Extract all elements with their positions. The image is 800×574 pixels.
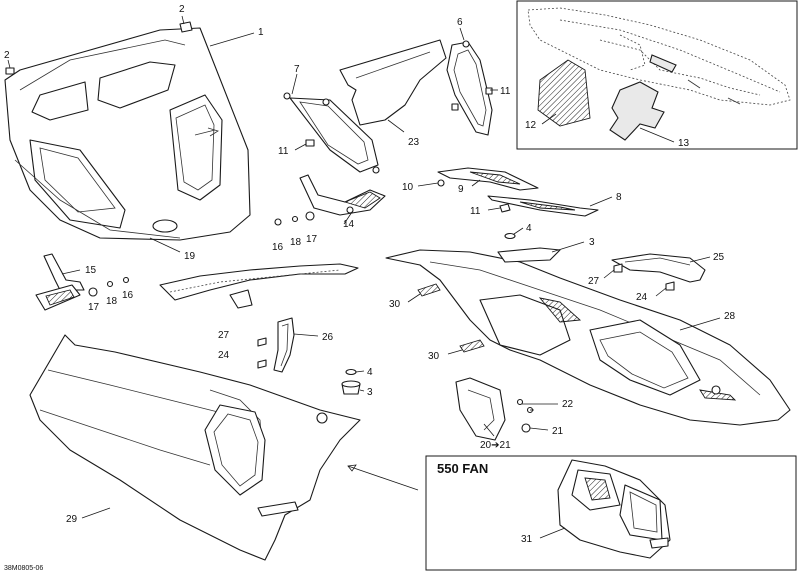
callout-28: 28 xyxy=(724,311,736,322)
part-11-clip-mid xyxy=(499,203,511,213)
fan-550-box: 550 FAN xyxy=(425,455,797,571)
part-10-clip xyxy=(437,179,445,187)
leader-lines xyxy=(7,15,721,539)
callout-26: 26 xyxy=(322,332,334,343)
callout-31: 31 xyxy=(521,534,533,545)
callout-4-center: 4 xyxy=(367,367,373,378)
part-4-washer-center xyxy=(345,368,357,376)
part-31-fan-panel xyxy=(557,459,671,559)
callout-18-lower: 18 xyxy=(106,296,118,307)
callout-7: 7 xyxy=(294,64,300,75)
callout-23: 23 xyxy=(408,137,420,148)
callout-20-21: 20➔21 xyxy=(480,440,511,451)
callout-labels: 1 2 2 7 6 11 11 23 12 13 10 9 8 11 14 16… xyxy=(4,4,736,572)
callout-15: 15 xyxy=(85,265,97,276)
part-2-screw-left xyxy=(5,67,15,75)
callout-27-right: 27 xyxy=(588,276,600,287)
callout-17-upper: 17 xyxy=(306,234,318,245)
callout-18-upper: 18 xyxy=(290,237,302,248)
part-3-grommet-center xyxy=(341,380,361,395)
callout-13: 13 xyxy=(678,138,690,149)
callout-24-left: 24 xyxy=(218,350,230,361)
callout-2-left: 2 xyxy=(4,50,10,61)
callout-30-upper: 30 xyxy=(389,299,401,310)
callout-30-lower: 30 xyxy=(428,351,440,362)
callout-3-center: 3 xyxy=(367,387,373,398)
hardware-16-18-17-upper xyxy=(274,211,315,226)
callout-11-right: 11 xyxy=(500,86,511,97)
callout-11-left: 11 xyxy=(278,146,289,157)
hardware-27-24-left xyxy=(257,337,267,369)
part-6-vent-frame xyxy=(446,40,493,136)
part-28-main-panel xyxy=(385,249,791,426)
part-15-support xyxy=(35,253,85,311)
callout-21: 21 xyxy=(552,426,564,437)
part-29-side-panel xyxy=(29,334,361,561)
callout-11-mid: 11 xyxy=(470,206,481,217)
part-4-washer-right xyxy=(504,232,516,240)
callout-17-lower: 17 xyxy=(88,302,100,313)
callout-12: 12 xyxy=(525,120,537,131)
callout-2-top: 2 xyxy=(179,4,185,15)
callout-1: 1 xyxy=(258,27,264,38)
callout-24-right: 24 xyxy=(636,292,648,303)
callout-6: 6 xyxy=(457,17,463,28)
detail-box-top-right xyxy=(516,0,798,150)
part-14-bracket xyxy=(299,174,386,216)
part-26-deflector xyxy=(273,317,295,373)
part-1-front-hood xyxy=(4,27,251,241)
part-7-vent-frame xyxy=(283,92,380,174)
callout-19: 19 xyxy=(184,251,196,262)
trim-strip-lower xyxy=(159,263,359,309)
part-11-clips-upper xyxy=(305,139,315,147)
fan-box-title: 550 FAN xyxy=(437,461,488,476)
part-30-pads xyxy=(417,283,485,353)
callout-10: 10 xyxy=(402,182,414,193)
callout-16-upper: 16 xyxy=(272,242,284,253)
part-9-bracket xyxy=(437,167,539,191)
callout-22: 22 xyxy=(562,399,574,410)
callout-29: 29 xyxy=(66,514,78,525)
callout-3-right: 3 xyxy=(589,237,595,248)
part-8-strip xyxy=(487,195,599,217)
drawing-reference: 38M0805-06 xyxy=(4,565,43,572)
part-3-grommet-right xyxy=(497,247,561,263)
part-25-deflector xyxy=(611,253,706,283)
callout-9: 9 xyxy=(458,184,464,195)
part-2-screw-top xyxy=(179,21,193,33)
hardware-17-18-16-lower xyxy=(88,276,130,297)
part-23-panel xyxy=(339,39,447,126)
callout-25: 25 xyxy=(713,252,725,263)
callout-16-lower: 16 xyxy=(122,290,134,301)
callout-14: 14 xyxy=(343,219,355,230)
callout-4-right: 4 xyxy=(526,223,532,234)
callout-27-left: 27 xyxy=(218,330,230,341)
part-20-bracket xyxy=(455,377,506,441)
callout-8: 8 xyxy=(616,192,622,203)
